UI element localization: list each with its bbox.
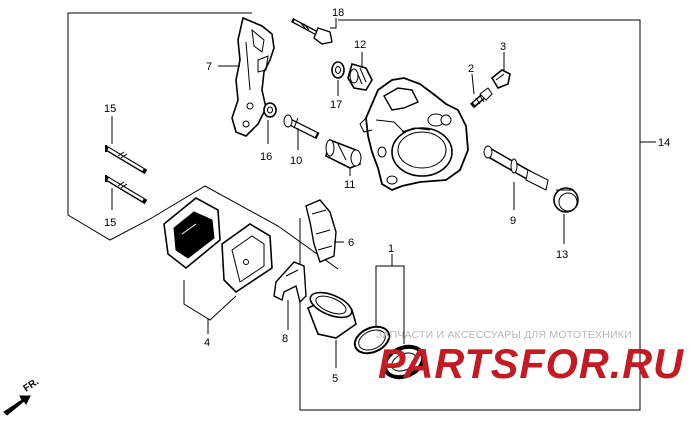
brake-pad-outer bbox=[221, 223, 273, 294]
callout-3: 3 bbox=[500, 41, 506, 53]
callout-7: 7 bbox=[206, 61, 212, 73]
callout-5: 5 bbox=[332, 373, 338, 385]
piston-seal-part bbox=[353, 325, 391, 355]
pad-shim-part bbox=[273, 261, 307, 304]
brake-pad-inner bbox=[163, 197, 221, 270]
callout-6: 6 bbox=[348, 237, 354, 249]
callout-leader-2 bbox=[471, 73, 475, 95]
callout-4: 4 bbox=[204, 337, 210, 349]
callout-leader-18 bbox=[330, 18, 337, 29]
callout-16: 16 bbox=[260, 151, 272, 163]
watermark-logo: PARTSFOR.RU bbox=[378, 340, 685, 387]
callout-9: 9 bbox=[510, 215, 516, 227]
piston-part bbox=[306, 291, 357, 339]
assembly-outline-right bbox=[299, 19, 641, 411]
callout-15b: 15 bbox=[104, 217, 116, 229]
bleeder-cap-part bbox=[490, 69, 511, 89]
callout-10: 10 bbox=[290, 155, 302, 167]
caliper-body bbox=[359, 77, 469, 192]
callout-17: 17 bbox=[330, 99, 342, 111]
sleeve-pin-part bbox=[283, 114, 320, 140]
front-direction-arrow: FR. bbox=[3, 376, 42, 416]
watermark-tagline: ЗАПЧАСТИ И АКСЕССУАРЫ ДЛЯ МОТОТЕХНИКИ bbox=[376, 329, 632, 341]
callout-15a: 15 bbox=[104, 103, 116, 115]
pad-retainer-part bbox=[305, 199, 337, 263]
pin-part-upper bbox=[104, 145, 148, 175]
callout-12: 12 bbox=[354, 39, 366, 51]
bolt-part bbox=[290, 18, 333, 45]
callout-2: 2 bbox=[468, 63, 474, 75]
callout-13: 13 bbox=[556, 249, 568, 261]
callout-8: 8 bbox=[282, 333, 288, 345]
slide-pin-part bbox=[483, 145, 549, 191]
pin-part-lower bbox=[104, 175, 148, 205]
bushing-part bbox=[325, 138, 362, 169]
callout-leader-4 bbox=[183, 280, 237, 321]
callout-leader-1 bbox=[375, 265, 405, 344]
assembly-outline bbox=[67, 12, 339, 270]
dust-cap-part bbox=[553, 187, 579, 213]
dust-seal-part bbox=[382, 344, 426, 380]
washer-part-upper bbox=[331, 61, 345, 79]
callout-18: 18 bbox=[332, 7, 344, 19]
callout-1: 1 bbox=[388, 243, 394, 255]
caliper-bracket bbox=[231, 16, 275, 137]
callout-14: 14 bbox=[658, 137, 670, 149]
bleeder-screw-part bbox=[470, 87, 493, 109]
washer-part-lower bbox=[263, 102, 277, 118]
front-direction-label: FR. bbox=[22, 376, 42, 394]
boot-part bbox=[347, 63, 373, 91]
callout-11: 11 bbox=[344, 179, 355, 191]
